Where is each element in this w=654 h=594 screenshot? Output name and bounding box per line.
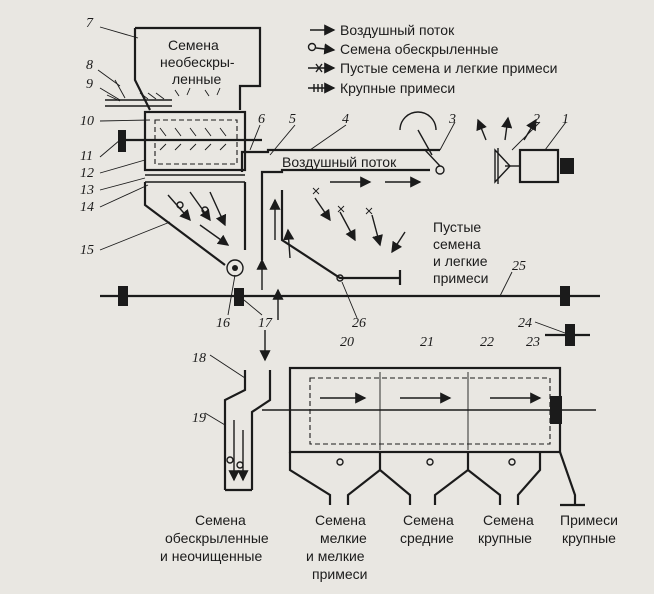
hopper-label-line2: необескры- [160,54,235,70]
hopper: Семена необескры- ленные [133,26,262,111]
separation-chute [143,182,247,266]
callout-14: 14 [80,200,94,215]
callout-9: 9 [86,77,93,92]
leader-lines [97,26,567,426]
legend-hulled-seeds: Семена обескрыленные [307,41,499,57]
callout-8: 8 [86,58,93,73]
out-hulled-line3: и неочищенные [160,548,262,564]
hopper-label-line3: ленные [172,71,221,87]
outputs: Семена обескрыленные и неочищенные Семен… [160,512,618,582]
legend-empty-seeds: Пустые семена и легкие примеси [308,60,557,76]
collector-pipe [223,370,272,492]
callout-1: 1 [562,112,569,127]
callout-numbers: 1 2 3 4 5 6 7 8 9 10 11 12 13 14 15 16 1… [80,16,569,426]
legend: Воздушный поток Семена обескрыленные Пус… [307,22,557,96]
out-small-line4: примеси [312,566,367,582]
feed-auger [105,79,172,107]
sieve-drum [262,366,596,454]
air-duct-label: Воздушный поток [282,154,397,170]
out-large-line2: крупные [478,530,532,546]
callout-12: 12 [80,166,94,181]
callout-11: 11 [80,149,93,164]
out-small-line3: и мелкие [306,548,365,564]
fan-unit [399,111,574,184]
empty-out-line3: и легкие [433,253,488,269]
out-medium-line2: средние [400,530,454,546]
out-medium-line1: Семена [403,512,454,528]
callout-7: 7 [86,16,94,31]
out-hulled-line1: Семена [195,512,246,528]
callout-18: 18 [192,351,206,366]
callout-26: 26 [352,316,366,331]
drive-shafts [100,259,600,346]
out-hulled-line2: обескрыленные [165,530,269,546]
out-impurities-line1: Примеси [560,512,618,528]
callout-24: 24 [518,316,532,331]
callout-5: 5 [289,112,296,127]
dehuller-drum [118,110,262,183]
callout-2: 2 [533,112,540,127]
out-large-line1: Семена [483,512,534,528]
legend-hulled-seeds-label: Семена обескрыленные [340,41,499,57]
callout-25: 25 [512,259,526,274]
callout-20: 20 [340,335,354,350]
callout-15: 15 [80,243,94,258]
callout-10: 10 [80,114,94,129]
empty-out-line2: семена [433,236,481,252]
callout-13: 13 [80,183,94,198]
empty-out-line1: Пустые [433,219,481,235]
callout-6: 6 [258,112,265,127]
legend-large-impurities-label: Крупные примеси [340,80,455,96]
callout-3: 3 [448,112,456,127]
air-duct: Воздушный поток Пустые семена и легкие п… [240,148,488,286]
legend-air-flow: Воздушный поток [310,22,455,38]
callout-19: 19 [192,411,206,426]
legend-large-impurities: Крупные примеси [308,80,455,96]
out-small-line2: мелкие [320,530,367,546]
outlet-hoppers [288,451,585,507]
callout-4: 4 [342,112,349,127]
callout-21: 21 [420,335,434,350]
callout-23: 23 [526,335,540,350]
callout-22: 22 [480,335,494,350]
hopper-label-line1: Семена [168,37,219,53]
out-impurities-line2: крупные [562,530,616,546]
riser-arrows [256,198,295,362]
out-small-line1: Семена [315,512,366,528]
empty-out-line4: примеси [433,270,488,286]
callout-16: 16 [216,316,230,331]
legend-empty-seeds-label: Пустые семена и легкие примеси [340,60,557,76]
legend-air-flow-label: Воздушный поток [340,22,455,38]
callout-17: 17 [258,316,273,331]
